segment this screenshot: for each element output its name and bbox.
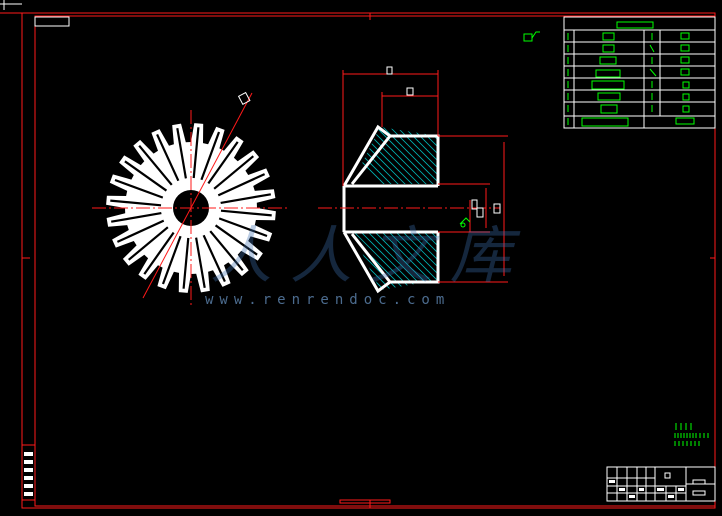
tooth-slot-line bbox=[213, 155, 255, 190]
hatch-line bbox=[382, 127, 438, 184]
hatch-line bbox=[417, 232, 438, 290]
watermark-brand: 人人文库 bbox=[210, 219, 531, 292]
gear-parameter-table bbox=[563, 16, 716, 129]
hatch-line bbox=[431, 127, 438, 184]
tooth-slot-line bbox=[127, 226, 169, 261]
hatch-line bbox=[352, 232, 419, 290]
tooth-slot-line bbox=[220, 209, 272, 217]
tooth-slot-line bbox=[214, 224, 258, 256]
gear-section-view bbox=[318, 66, 523, 294]
gear-parameter-table-cells bbox=[567, 21, 695, 127]
hatch-line bbox=[352, 232, 405, 290]
hatch-line bbox=[354, 127, 426, 184]
drawing-number-box bbox=[34, 16, 70, 27]
tooth-slot-line bbox=[192, 127, 200, 179]
tooth-slot-line bbox=[217, 173, 266, 197]
datum-symbol bbox=[459, 217, 471, 228]
hatch-line bbox=[375, 127, 438, 184]
hatch-line bbox=[439, 120, 509, 190]
tooth-slot-line bbox=[156, 133, 180, 182]
tooth-slot-line bbox=[111, 212, 162, 223]
dimension-lines bbox=[342, 70, 508, 283]
bottom-scale-mark bbox=[339, 499, 391, 504]
inner-border bbox=[34, 15, 716, 507]
watermark-url: www.renrendoc.com bbox=[205, 292, 451, 308]
tooth-slot-line bbox=[202, 234, 226, 283]
technical-requirements-notes bbox=[674, 423, 709, 446]
hatch-line bbox=[453, 120, 523, 190]
tooth-slot-line bbox=[138, 144, 173, 186]
tooth-slot-line bbox=[161, 235, 182, 285]
hatch-line bbox=[410, 232, 438, 290]
hatch-line bbox=[382, 232, 438, 290]
tooth-slot-line bbox=[124, 160, 168, 192]
tooth-slot-line bbox=[200, 131, 221, 181]
tooth-slot-line bbox=[220, 193, 271, 204]
hatch-line bbox=[446, 120, 516, 190]
title-block bbox=[606, 466, 716, 502]
hatch-line bbox=[389, 127, 438, 184]
tooth-slot-line bbox=[195, 237, 206, 288]
hatch-line bbox=[403, 232, 438, 290]
tooth-slot-line bbox=[143, 231, 175, 275]
tooth-slot-line bbox=[110, 199, 162, 207]
tooth-slot-line bbox=[209, 230, 244, 272]
tooth-slot-line bbox=[218, 217, 268, 238]
tooth-slot-line bbox=[114, 178, 164, 199]
hatch-line bbox=[389, 232, 438, 290]
revision-strip bbox=[21, 444, 36, 501]
roughness-symbol bbox=[523, 31, 540, 42]
tooth-slot-line bbox=[207, 141, 239, 185]
hatch-line bbox=[368, 127, 438, 184]
hatch-line bbox=[352, 127, 405, 184]
hatch-line bbox=[396, 127, 438, 184]
leader-label-box bbox=[237, 91, 251, 105]
tooth-slot-line bbox=[182, 237, 190, 289]
hatch-line bbox=[396, 232, 438, 290]
drawing-frame bbox=[0, 0, 716, 509]
tooth-slot-line bbox=[116, 219, 165, 243]
front-view-centerlines bbox=[92, 92, 290, 306]
dimension-text-boxes bbox=[386, 66, 501, 218]
title-block-fills bbox=[609, 480, 684, 498]
tooth-slot-line bbox=[176, 128, 187, 179]
hatch-line bbox=[361, 127, 433, 184]
section-outline bbox=[342, 124, 440, 294]
